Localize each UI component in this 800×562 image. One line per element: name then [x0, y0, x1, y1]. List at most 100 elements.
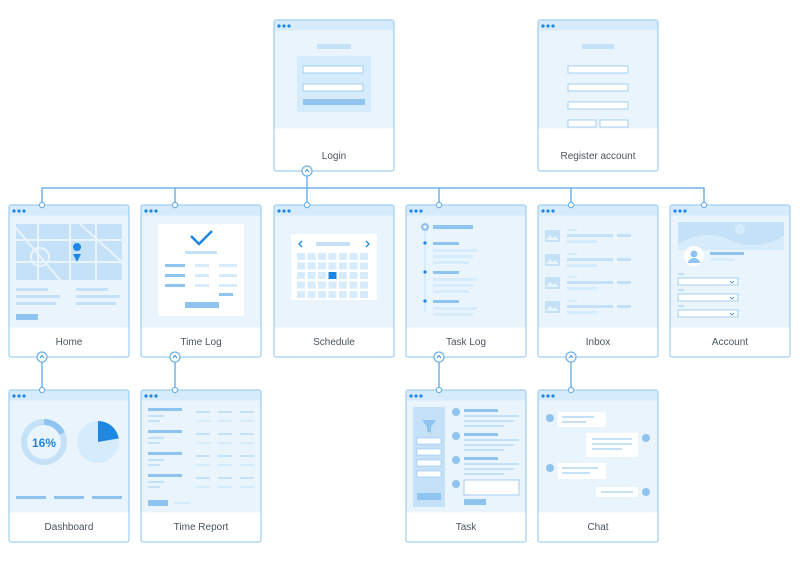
screen-label: Register account — [560, 151, 635, 162]
calendar-day — [349, 272, 358, 279]
inbox-message-row — [545, 276, 631, 290]
calendar-day — [307, 272, 316, 279]
table-row — [148, 474, 254, 488]
comment-item — [452, 408, 519, 427]
screen-label: Chat — [587, 522, 608, 533]
chat-message — [596, 487, 650, 497]
percent-value: 16% — [32, 436, 56, 450]
screen-label: Dashboard — [45, 522, 94, 533]
chat-message — [546, 463, 606, 479]
screen-label: Time Report — [174, 522, 229, 533]
screen-tasklog: Task Log — [405, 204, 527, 358]
calendar-day — [328, 291, 337, 298]
calendar-day — [360, 281, 368, 289]
calendar-day — [307, 291, 316, 298]
calendar-day — [339, 272, 347, 279]
screen-task: Task — [405, 389, 527, 543]
calendar-day — [349, 253, 358, 260]
chevron-right-icon — [365, 240, 370, 248]
calendar-day — [349, 281, 358, 289]
user-avatar-icon — [452, 456, 460, 464]
calendar-day — [297, 291, 305, 298]
calendar-day — [360, 272, 368, 279]
screen-dashboard: 16% Dashboard — [8, 389, 130, 543]
screen-label: Login — [322, 151, 346, 162]
calendar-day — [349, 291, 358, 298]
image-thumbnail-icon — [545, 254, 560, 266]
user-avatar-icon — [452, 432, 460, 440]
calendar-day — [318, 281, 326, 289]
report-table — [148, 408, 254, 488]
calendar-day — [360, 253, 368, 260]
calendar-day — [339, 262, 347, 270]
expand-node-icon[interactable] — [36, 351, 48, 363]
user-avatar-icon — [452, 480, 460, 488]
screen-label: Task — [456, 522, 478, 533]
chevron-left-icon — [298, 240, 303, 248]
calendar-day — [339, 281, 347, 289]
image-thumbnail-icon — [545, 277, 560, 289]
connector-dot — [171, 386, 179, 394]
screen-register: Register account — [537, 19, 659, 172]
calendar-day — [318, 253, 326, 260]
image-thumbnail-icon — [545, 230, 560, 242]
screen-label: Schedule — [313, 337, 355, 348]
screen-label: Task Log — [446, 337, 486, 348]
calendar-day — [360, 291, 368, 298]
avatar — [690, 250, 698, 258]
image-thumbnail-icon — [545, 301, 560, 313]
screen-label: Home — [56, 337, 83, 348]
calendar-day — [318, 262, 326, 270]
connector-dot — [435, 201, 443, 209]
expand-node-icon[interactable] — [301, 165, 313, 177]
calendar-day — [307, 253, 316, 260]
screen-chat: Chat — [537, 389, 659, 543]
calendar-day — [328, 253, 337, 260]
calendar-day — [339, 291, 347, 298]
calendar-day — [328, 262, 337, 270]
expand-node-icon[interactable] — [169, 351, 181, 363]
connector-dot — [435, 386, 443, 394]
screen-home: Home — [8, 204, 130, 358]
connector-dot — [303, 201, 311, 209]
screen-login: Login — [273, 19, 395, 172]
calendar-day — [297, 262, 305, 270]
connector-dot — [700, 201, 708, 209]
login-children-connector — [41, 171, 705, 205]
calendar-day — [307, 281, 316, 289]
calendar-grid — [297, 253, 368, 298]
calendar-day — [297, 281, 305, 289]
calendar-day-selected — [328, 272, 337, 279]
inbox-message-row — [545, 300, 631, 314]
chat-message — [546, 412, 606, 427]
calendar-day — [297, 253, 305, 260]
connector-dot — [567, 201, 575, 209]
user-avatar-icon — [452, 408, 460, 416]
expand-node-icon[interactable] — [433, 351, 445, 363]
inbox-message-row — [545, 229, 631, 243]
calendar-day — [297, 272, 305, 279]
inbox-list — [545, 229, 631, 314]
calendar-day — [318, 272, 326, 279]
connector-dot — [567, 386, 575, 394]
comment-item — [452, 456, 519, 475]
screen-schedule: Schedule — [273, 204, 395, 358]
calendar-day — [360, 262, 368, 270]
inbox-message-row — [545, 253, 631, 267]
screen-label: Inbox — [586, 337, 610, 348]
screen-timereport: Time Report — [140, 389, 262, 543]
calendar-day — [318, 291, 326, 298]
screen-timelog: Time Log — [140, 204, 262, 358]
connector-dot — [38, 386, 46, 394]
filter-icon — [422, 420, 436, 433]
expand-node-icon[interactable] — [565, 351, 577, 363]
checkmark-icon — [190, 230, 213, 246]
connector-dot — [171, 201, 179, 209]
calendar-day — [339, 253, 347, 260]
screen-account: Account — [669, 204, 791, 358]
expand-nodes — [36, 165, 708, 394]
connector-dot — [38, 201, 46, 209]
comment-list — [452, 408, 519, 488]
chat-message — [586, 433, 650, 457]
